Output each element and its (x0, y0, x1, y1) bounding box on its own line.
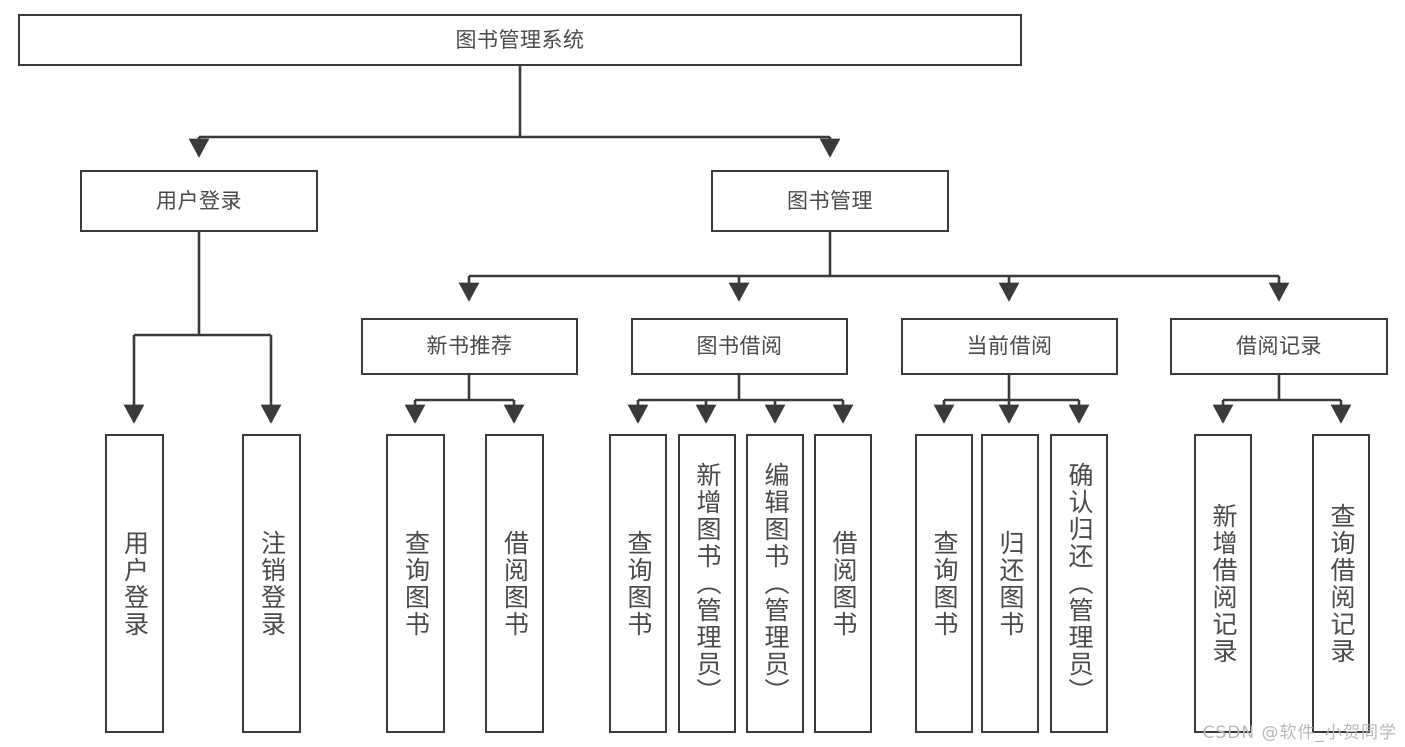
node-leaf-query-book-3[interactable]: 查询图书 (915, 434, 973, 733)
node-current-borrow-label: 当前借阅 (966, 334, 1053, 358)
node-leaf-query-record-label: 查询借阅记录 (1327, 502, 1356, 665)
node-root[interactable]: 图书管理系统 (18, 14, 1022, 66)
node-leaf-borrow-book-1[interactable]: 借阅图书 (485, 434, 544, 733)
node-leaf-logout-login-label: 注销登录 (257, 529, 287, 638)
node-leaf-user-login[interactable]: 用户登录 (105, 434, 164, 733)
node-book-manage[interactable]: 图书管理 (711, 170, 949, 232)
node-leaf-borrow-book-2[interactable]: 借阅图书 (814, 434, 872, 733)
node-leaf-edit-book-label: 编辑图书（管理员） (761, 462, 790, 705)
node-borrow-record[interactable]: 借阅记录 (1170, 318, 1388, 375)
node-root-label: 图书管理系统 (455, 27, 585, 52)
node-leaf-query-book-2[interactable]: 查询图书 (609, 434, 667, 733)
node-leaf-borrow-book-1-label: 借阅图书 (500, 529, 530, 638)
node-leaf-query-book-3-label: 查询图书 (930, 529, 959, 638)
node-book-manage-label: 图书管理 (787, 188, 873, 213)
node-leaf-borrow-book-2-label: 借阅图书 (829, 529, 858, 638)
node-leaf-return-book[interactable]: 归还图书 (981, 434, 1039, 733)
node-leaf-confirm-return-label: 确认归还（管理员） (1065, 462, 1094, 705)
node-new-book-recommend-label: 新书推荐 (426, 334, 513, 358)
node-leaf-query-record[interactable]: 查询借阅记录 (1312, 434, 1370, 733)
node-leaf-add-record-label: 新增借阅记录 (1209, 502, 1238, 665)
node-borrow-record-label: 借阅记录 (1236, 334, 1322, 358)
node-leaf-add-book[interactable]: 新增图书（管理员） (678, 434, 736, 733)
node-current-borrow[interactable]: 当前借阅 (901, 318, 1118, 375)
node-leaf-add-book-label: 新增图书（管理员） (693, 462, 722, 705)
node-book-borrow-label: 图书借阅 (696, 334, 783, 358)
node-new-book-recommend[interactable]: 新书推荐 (361, 318, 578, 375)
node-leaf-user-login-label: 用户登录 (120, 529, 150, 638)
node-leaf-add-record[interactable]: 新增借阅记录 (1194, 434, 1252, 733)
node-leaf-query-book-1-label: 查询图书 (401, 529, 431, 638)
node-leaf-query-book-2-label: 查询图书 (624, 529, 653, 638)
node-leaf-logout-login[interactable]: 注销登录 (242, 434, 301, 733)
node-user-login-label: 用户登录 (156, 188, 242, 213)
node-leaf-confirm-return[interactable]: 确认归还（管理员） (1050, 434, 1108, 733)
node-book-borrow[interactable]: 图书借阅 (631, 318, 848, 375)
node-leaf-edit-book[interactable]: 编辑图书（管理员） (746, 434, 804, 733)
node-leaf-query-book-1[interactable]: 查询图书 (386, 434, 445, 733)
node-user-login[interactable]: 用户登录 (80, 170, 318, 232)
node-leaf-return-book-label: 归还图书 (996, 529, 1025, 638)
